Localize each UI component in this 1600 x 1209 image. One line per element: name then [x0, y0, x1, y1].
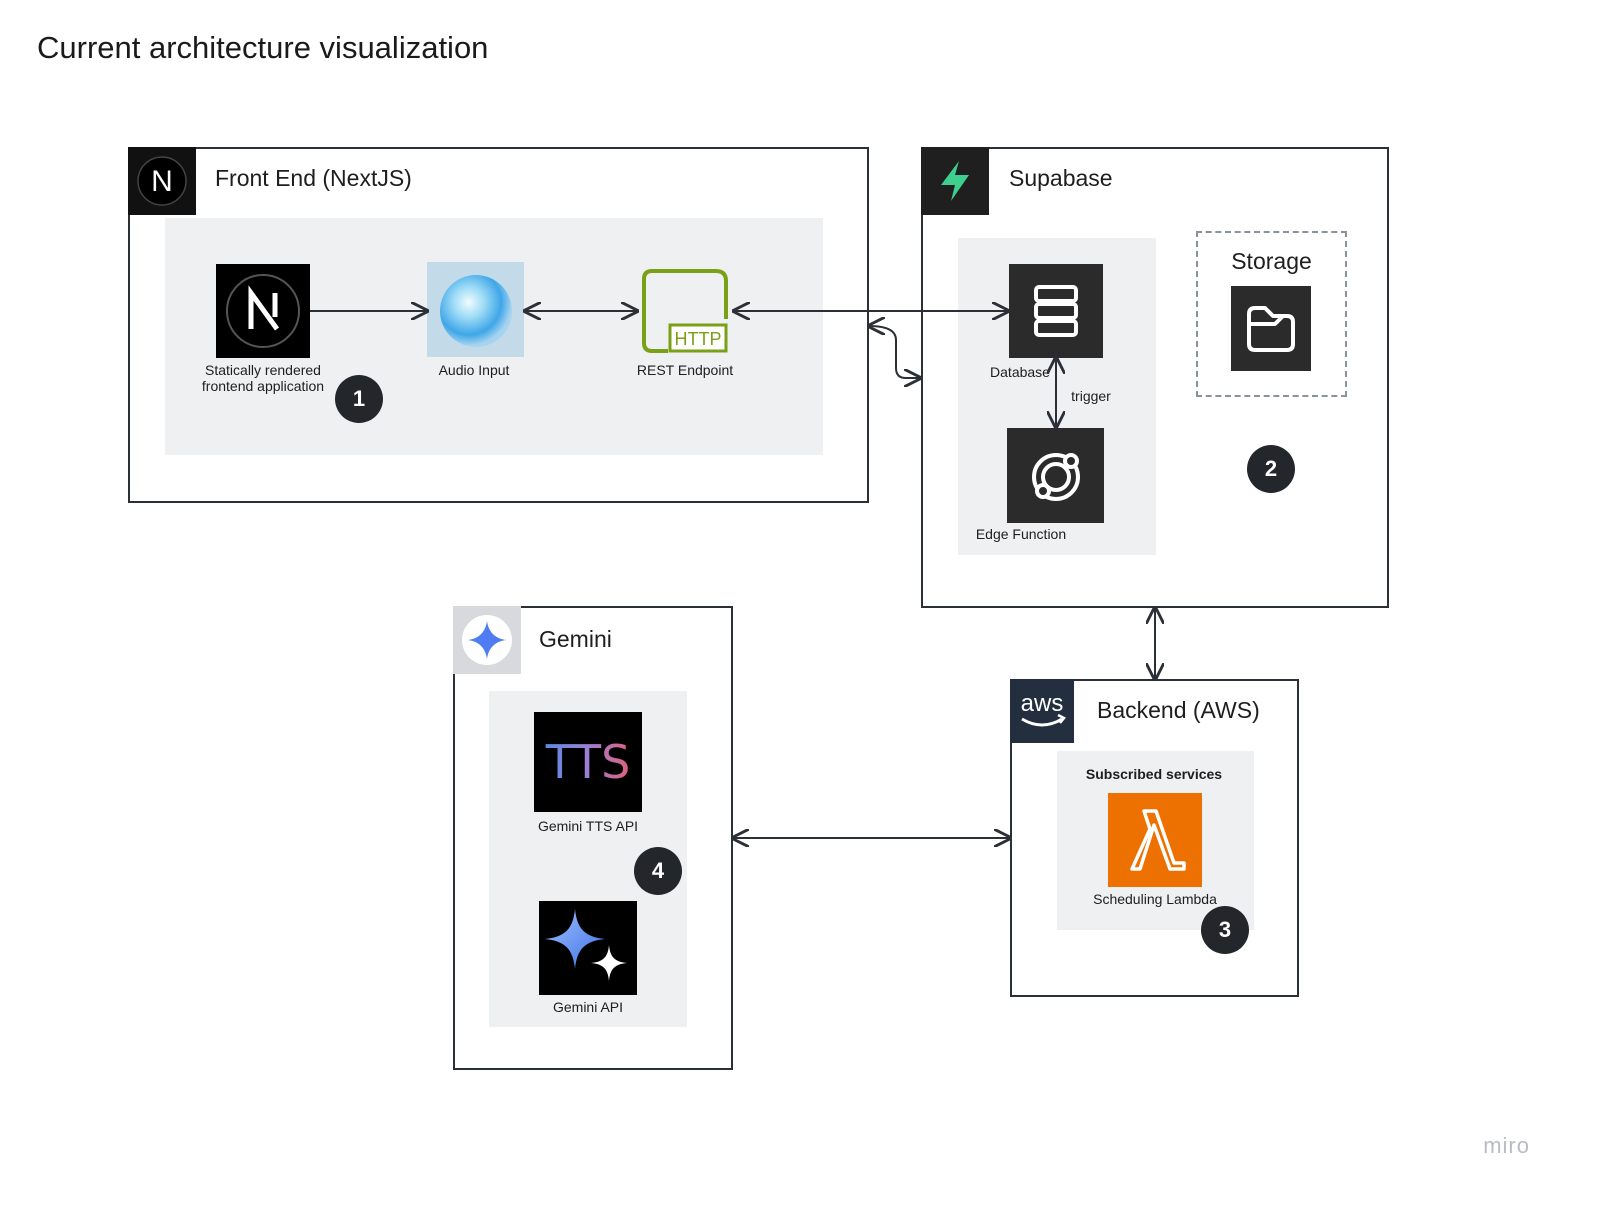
- backend-header: Backend (AWS): [1097, 697, 1260, 723]
- subscribed-services-label: Subscribed services: [1085, 766, 1223, 782]
- audio-input-label: Audio Input: [438, 362, 510, 378]
- svg-text:aws: aws: [1021, 690, 1064, 717]
- step-badge-4: 4: [634, 847, 682, 895]
- miro-watermark: miro: [1483, 1133, 1530, 1158]
- storage-label: Storage: [1231, 248, 1312, 274]
- step-badge-2: 2: [1247, 445, 1295, 493]
- gemini-header: Gemini: [539, 626, 612, 652]
- supabase-logo-icon: [921, 147, 989, 215]
- step-badge-1: 1: [335, 375, 383, 423]
- tts-icon[interactable]: TTS: [534, 712, 642, 812]
- nextjs-logo-icon: N: [128, 147, 196, 215]
- database-icon[interactable]: [1009, 264, 1103, 358]
- step-badge-3: 3: [1201, 906, 1249, 954]
- scheduling-lambda-label: Scheduling Lambda: [1093, 891, 1217, 907]
- gemini-sparkle-icon[interactable]: [539, 901, 637, 995]
- svg-text:TTS: TTS: [545, 735, 631, 789]
- database-label: Database: [990, 364, 1050, 380]
- lambda-icon[interactable]: [1108, 793, 1202, 887]
- trigger-label: trigger: [1071, 388, 1111, 404]
- page-title: Current architecture visualization: [37, 30, 489, 65]
- static-frontend-label: Statically rendered frontend application: [201, 362, 325, 394]
- aws-logo-icon: aws: [1010, 679, 1074, 743]
- svg-text:HTTP: HTTP: [675, 329, 722, 349]
- gemini-tts-label: Gemini TTS API: [537, 818, 639, 834]
- http-endpoint-icon[interactable]: HTTP: [640, 267, 730, 355]
- edge-function-icon[interactable]: [1007, 428, 1104, 523]
- rest-endpoint-label: REST Endpoint: [636, 362, 734, 378]
- frontend-header: Front End (NextJS): [215, 165, 412, 191]
- gemini-api-label: Gemini API: [552, 999, 624, 1015]
- svg-text:N: N: [151, 165, 173, 198]
- arrow-frontend-supabase: [869, 326, 920, 378]
- supabase-header: Supabase: [1009, 165, 1113, 191]
- audio-input-icon[interactable]: [427, 262, 524, 357]
- edge-function-label: Edge Function: [975, 526, 1067, 542]
- storage-group[interactable]: [1196, 231, 1347, 397]
- storage-folder-icon[interactable]: [1231, 286, 1311, 371]
- nextjs-app-icon[interactable]: [216, 264, 310, 358]
- gemini-logo-icon: [453, 606, 521, 674]
